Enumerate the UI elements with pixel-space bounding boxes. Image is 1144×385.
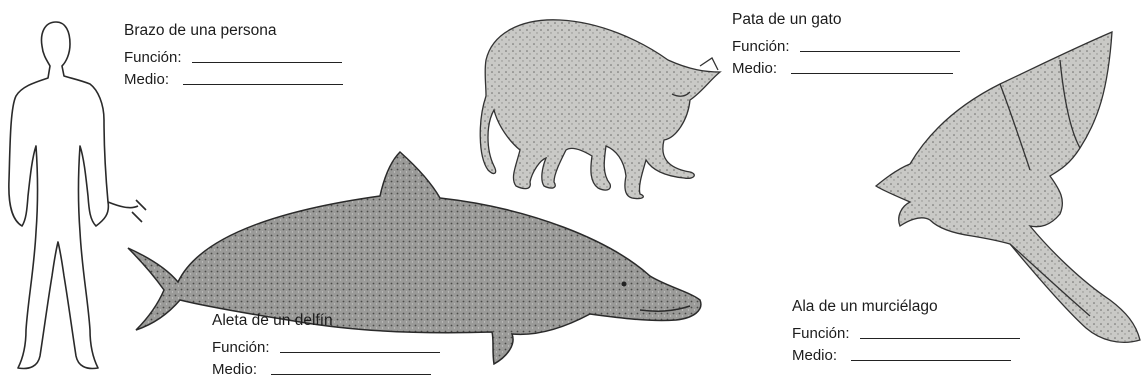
label-title: Aleta de un delfín bbox=[212, 311, 440, 331]
function-label: Función: bbox=[124, 48, 182, 68]
function-blank[interactable] bbox=[192, 61, 342, 63]
medium-label: Medio: bbox=[124, 70, 169, 90]
medium-row: Medio: bbox=[124, 68, 343, 90]
medium-label: Medio: bbox=[732, 59, 777, 79]
function-label: Función: bbox=[212, 338, 270, 358]
function-row: Función: bbox=[792, 322, 1020, 344]
medium-row: Medio: bbox=[792, 344, 1020, 366]
function-blank[interactable] bbox=[800, 50, 960, 52]
medium-label: Medio: bbox=[212, 360, 257, 380]
medium-label: Medio: bbox=[792, 346, 837, 366]
cat-icon bbox=[480, 20, 720, 199]
medium-row: Medio: bbox=[212, 358, 440, 380]
medium-blank[interactable] bbox=[271, 373, 431, 375]
label-title: Brazo de una persona bbox=[124, 21, 343, 41]
function-label: Función: bbox=[732, 37, 790, 57]
medium-blank[interactable] bbox=[791, 72, 953, 74]
medium-blank[interactable] bbox=[851, 359, 1011, 361]
label-bat: Ala de un murciélago Función: Medio: bbox=[792, 297, 1020, 366]
function-label: Función: bbox=[792, 324, 850, 344]
medium-blank[interactable] bbox=[183, 83, 343, 85]
medium-row: Medio: bbox=[732, 57, 960, 79]
function-row: Función: bbox=[212, 336, 440, 358]
function-row: Función: bbox=[124, 46, 343, 68]
label-dolphin: Aleta de un delfín Función: Medio: bbox=[212, 311, 440, 380]
label-title: Pata de un gato bbox=[732, 10, 960, 30]
label-title: Ala de un murciélago bbox=[792, 297, 1020, 317]
function-blank[interactable] bbox=[280, 351, 440, 353]
function-row: Función: bbox=[732, 35, 960, 57]
function-blank[interactable] bbox=[860, 337, 1020, 339]
label-person: Brazo de una persona Función: Medio: bbox=[124, 21, 343, 90]
label-cat: Pata de un gato Función: Medio: bbox=[732, 10, 960, 79]
